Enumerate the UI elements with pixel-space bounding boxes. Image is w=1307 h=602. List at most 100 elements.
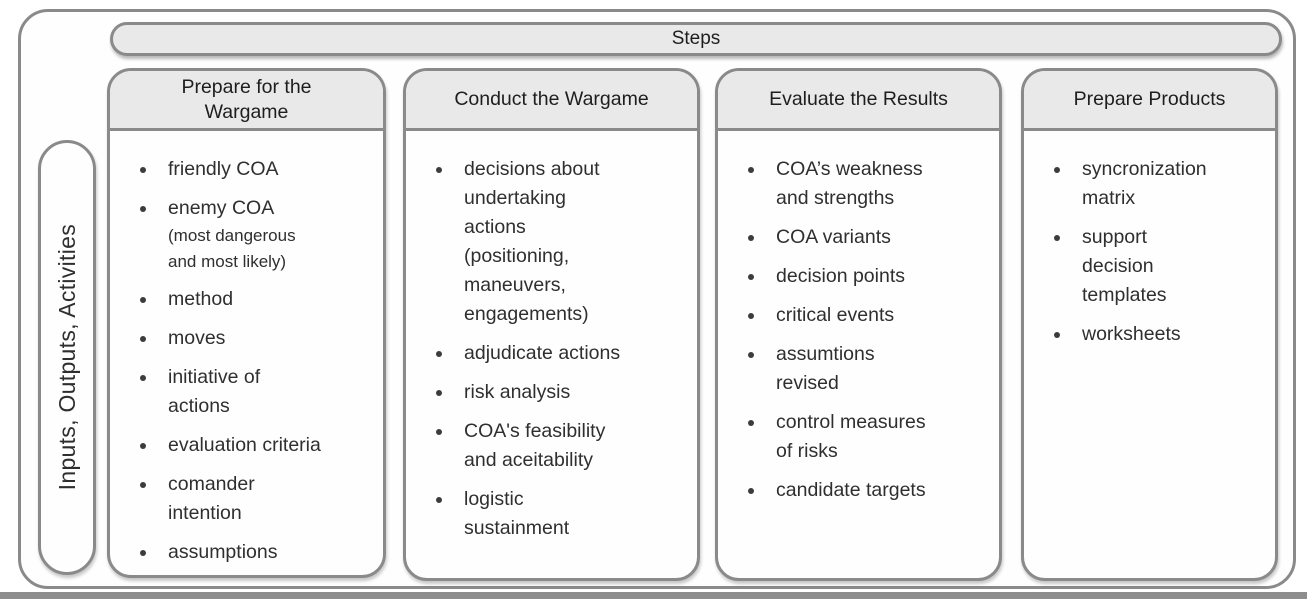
bullet-icon bbox=[140, 297, 146, 303]
item-text: comander intention bbox=[168, 473, 255, 524]
item-subtext: (most dangerous and most likely) bbox=[168, 226, 296, 271]
item-text-block: enemy COA(most dangerous and most likely… bbox=[168, 194, 296, 275]
column-header: Prepare Products bbox=[1024, 71, 1275, 131]
item-text: method bbox=[168, 288, 234, 310]
list-item: syncronization matrix bbox=[1054, 155, 1271, 213]
bullet-icon bbox=[436, 351, 442, 357]
item-text: critical events bbox=[776, 304, 895, 326]
list-item: enemy COA(most dangerous and most likely… bbox=[140, 194, 379, 275]
item-text-block: risk analysis bbox=[464, 378, 570, 407]
bullet-icon bbox=[140, 443, 146, 449]
column-prepare-products: Prepare Products syncronization matrix su… bbox=[1021, 68, 1278, 581]
list-item: assumptions bbox=[140, 538, 379, 567]
item-text-block: decisions about undertaking actions (pos… bbox=[464, 155, 600, 329]
list-item: worksheets bbox=[1054, 320, 1271, 349]
bullet-icon bbox=[748, 313, 754, 319]
item-text-block: evaluation criteria bbox=[168, 431, 321, 460]
column-header-label: Conduct the Wargame bbox=[454, 88, 649, 110]
bullet-icon bbox=[140, 550, 146, 556]
bullet-icon bbox=[140, 206, 146, 212]
bullet-icon bbox=[436, 497, 442, 503]
list-item: assumtions revised bbox=[748, 340, 995, 398]
column-body: decisions about undertaking actions (pos… bbox=[406, 131, 697, 578]
bullet-icon bbox=[436, 429, 442, 435]
bullet-icon bbox=[748, 488, 754, 494]
list-item: support decision templates bbox=[1054, 223, 1271, 310]
steps-title: Steps bbox=[671, 28, 721, 49]
column-body: syncronization matrix support decision te… bbox=[1024, 131, 1275, 578]
list-item: COA variants bbox=[748, 223, 995, 252]
column-header-label: Prepare Products bbox=[1073, 88, 1226, 110]
item-text: friendly COA bbox=[168, 158, 279, 180]
item-text: risk analysis bbox=[464, 381, 571, 403]
list-item: logistic sustainment bbox=[436, 485, 693, 543]
column-header: Conduct the Wargame bbox=[406, 71, 697, 131]
bullet-icon bbox=[748, 274, 754, 280]
list-item: decisions about undertaking actions (pos… bbox=[436, 155, 693, 329]
item-text-block: COA's feasibility and aceitability bbox=[464, 417, 605, 475]
item-text-block: candidate targets bbox=[776, 476, 926, 505]
bullet-icon bbox=[748, 352, 754, 358]
item-text-block: moves bbox=[168, 324, 225, 353]
steps-header-bar: Steps bbox=[110, 22, 1282, 56]
bullet-icon bbox=[140, 167, 146, 173]
item-text-block: comander intention bbox=[168, 470, 255, 528]
column-conduct-the-wargame: Conduct the Wargame decisions about unde… bbox=[403, 68, 700, 581]
item-text: COA's feasibility and aceitability bbox=[464, 420, 606, 471]
item-text-block: assumptions bbox=[168, 538, 277, 567]
side-label-pill: Inputs, Outputs, Activities bbox=[38, 140, 96, 575]
list-item: critical events bbox=[748, 301, 995, 330]
list-item: decision points bbox=[748, 262, 995, 291]
item-text: moves bbox=[168, 327, 226, 349]
item-text: decision points bbox=[776, 265, 905, 287]
column-header: Prepare for the Wargame bbox=[110, 71, 383, 131]
column-prepare-for-the-wargame: Prepare for the Wargame friendly COA enem… bbox=[107, 68, 386, 578]
list-item: comander intention bbox=[140, 470, 379, 528]
bullet-icon bbox=[436, 390, 442, 396]
list-item: COA’s weakness and strengths bbox=[748, 155, 995, 213]
bullet-icon bbox=[436, 167, 442, 173]
item-text: evaluation criteria bbox=[168, 434, 321, 456]
column-header-label: Prepare for the Wargame bbox=[181, 75, 312, 123]
column-header-label: Evaluate the Results bbox=[769, 88, 948, 110]
item-text-block: COA’s weakness and strengths bbox=[776, 155, 923, 213]
item-text: assumptions bbox=[168, 541, 278, 563]
list-item: friendly COA bbox=[140, 155, 379, 184]
list-item: initiative of actions bbox=[140, 363, 379, 421]
item-text-block: adjudicate actions bbox=[464, 339, 620, 368]
item-text: candidate targets bbox=[776, 479, 926, 501]
item-text: control measures of risks bbox=[776, 411, 926, 462]
item-text: worksheets bbox=[1082, 323, 1181, 345]
list-item: adjudicate actions bbox=[436, 339, 693, 368]
bullet-icon bbox=[140, 336, 146, 342]
item-text: logistic sustainment bbox=[464, 488, 570, 539]
item-text-block: COA variants bbox=[776, 223, 891, 252]
item-text-block: control measures of risks bbox=[776, 408, 926, 466]
item-text-block: assumtions revised bbox=[776, 340, 875, 398]
column-header: Evaluate the Results bbox=[718, 71, 999, 131]
column-evaluate-the-results: Evaluate the Results COA’s weakness and … bbox=[715, 68, 1002, 581]
list-item: method bbox=[140, 285, 379, 314]
bullet-icon bbox=[1054, 167, 1060, 173]
list-item: risk analysis bbox=[436, 378, 693, 407]
list-item: control measures of risks bbox=[748, 408, 995, 466]
item-text: initiative of actions bbox=[168, 366, 261, 417]
item-text-block: friendly COA bbox=[168, 155, 279, 184]
item-text: adjudicate actions bbox=[464, 342, 621, 364]
item-text: support decision templates bbox=[1082, 226, 1167, 306]
item-text-block: support decision templates bbox=[1082, 223, 1167, 310]
bullet-icon bbox=[748, 167, 754, 173]
bottom-edge-line bbox=[0, 592, 1307, 599]
item-text-block: logistic sustainment bbox=[464, 485, 569, 543]
bullet-icon bbox=[140, 375, 146, 381]
item-text: decisions about undertaking actions (pos… bbox=[464, 158, 600, 325]
bullet-icon bbox=[748, 420, 754, 426]
column-body: friendly COA enemy COA(most dangerous and… bbox=[110, 131, 383, 575]
item-text: assumtions revised bbox=[776, 343, 875, 394]
item-text-block: initiative of actions bbox=[168, 363, 260, 421]
item-text-block: critical events bbox=[776, 301, 894, 330]
list-item: candidate targets bbox=[748, 476, 995, 505]
list-item: moves bbox=[140, 324, 379, 353]
list-item: evaluation criteria bbox=[140, 431, 379, 460]
